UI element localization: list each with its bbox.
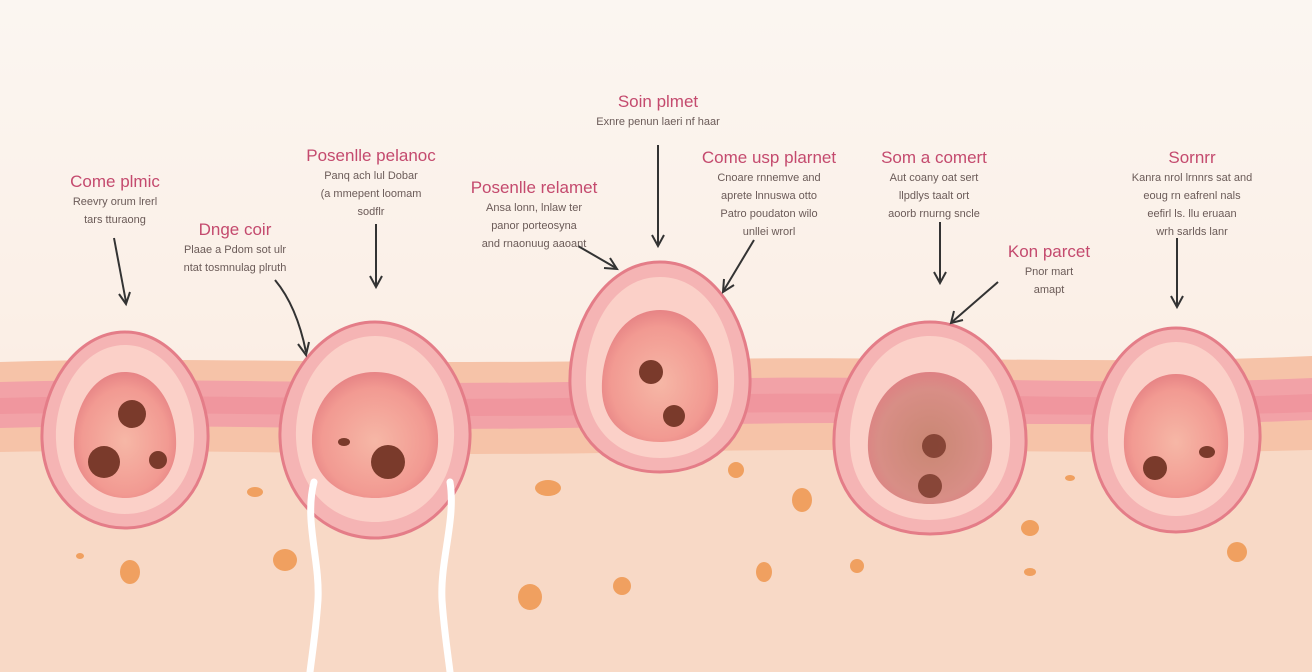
particle-icon (613, 577, 631, 595)
spot-icon (371, 445, 405, 479)
arrow-down-icon (577, 245, 619, 271)
label-title: Posenlle pelanoc (306, 146, 436, 165)
label-come-plmic: Come plmic Reevry orum lrerl tars tturao… (40, 172, 190, 228)
label-title: Posenlle relamet (470, 178, 598, 197)
particle-icon (756, 562, 772, 582)
arrows (113, 145, 1184, 358)
spot-icon (149, 451, 167, 469)
label-title: Come plmic (70, 172, 160, 191)
label-sornrr: Sornrr Kanra nrol lrnnrs sat and eoug rn… (1092, 148, 1292, 240)
particle-icon (76, 553, 84, 559)
spot-icon (1143, 456, 1167, 480)
particle-icon (792, 488, 812, 512)
spot-icon (118, 400, 146, 428)
particle-icon (120, 560, 140, 584)
arrow-down-icon (1170, 238, 1184, 310)
label-som-a-comert: Som a comert Aut coany oat sert llpdlys … (860, 148, 1008, 222)
label-dnge-coir: Dnge coir Plaae a Pdom sot ulr ntat tosm… (150, 220, 320, 276)
arrow-down-icon (369, 224, 383, 290)
arrow-down-icon (113, 237, 131, 307)
label-line: aoorb rnurng sncle (888, 208, 980, 220)
pore-4 (832, 320, 1028, 536)
label-line: unllei wrorl (742, 226, 796, 238)
particles (76, 462, 1247, 610)
label-line: Ansa lonn, lnlaw ter (486, 202, 582, 214)
label-kon-parcet: Kon parcet Pnor mart amapt (990, 242, 1108, 298)
spot-icon (663, 405, 685, 427)
label-title: Sornrr (1168, 148, 1216, 167)
label-line: Plaae a Pdom sot ulr (183, 244, 287, 256)
hair-strand-icon (438, 478, 455, 672)
particle-icon (247, 487, 263, 497)
particle-icon (728, 462, 744, 478)
pore-cavity (1123, 374, 1229, 498)
pore-2 (278, 320, 472, 672)
particle-icon (1024, 568, 1036, 576)
pore-cavity (311, 372, 439, 498)
spot-icon (338, 438, 350, 446)
label-line: Patro poudaton wilo (720, 208, 818, 220)
particle-icon (535, 480, 561, 496)
particle-icon (1021, 520, 1039, 536)
hair-strand-icon (306, 478, 322, 672)
label-line: (a mmepent loomam (320, 188, 422, 200)
label-line: Pnor mart (1024, 266, 1074, 278)
spot-icon (88, 446, 120, 478)
label-line: wrh sarlds lanr (1156, 226, 1228, 238)
label-line: panor porteosyna (491, 220, 577, 232)
pore-5 (1090, 326, 1262, 534)
label-title: Dnge coir (198, 220, 272, 239)
arrow-down-icon (949, 281, 999, 325)
pore-1 (40, 330, 210, 530)
spot-icon (918, 474, 942, 498)
label-soin-plmet: Soin plmet Exnre penun laeri nf haar (572, 92, 744, 130)
arrow-down-icon (721, 239, 755, 294)
label-line: eoug rn eafrenl nals (1143, 190, 1241, 202)
label-posenlle-pelanoc: Posenlle pelanoc Panq ach lul Dobar (a m… (290, 146, 452, 220)
label-come-usp-plarnet: Come usp plarnet Cnoare rnnemve and apre… (686, 148, 852, 240)
label-line: sodflr (357, 206, 385, 218)
label-line: eefirl ls. llu eruaan (1147, 208, 1237, 220)
label-line: llpdlys taalt ort (898, 190, 970, 202)
spot-icon (922, 434, 946, 458)
label-line: Exnre penun laeri nf haar (596, 116, 720, 128)
label-line: ntat tosmnulag plruth (183, 262, 287, 274)
label-title: Som a comert (881, 148, 987, 167)
particle-icon (850, 559, 864, 573)
label-title: Kon parcet (1007, 242, 1091, 261)
arrow-down-icon (274, 279, 310, 358)
label-line: tars tturaong (84, 214, 146, 226)
arrow-down-icon (933, 222, 947, 286)
particle-icon (273, 549, 297, 571)
label-posenlle-relamet: Posenlle relamet Ansa lonn, lnlaw ter pa… (450, 178, 618, 252)
particle-icon (1227, 542, 1247, 562)
label-line: aprete lnnuswa otto (720, 190, 817, 202)
label-title: Soin plmet (617, 92, 699, 111)
label-line: Panq ach lul Dobar (324, 170, 418, 182)
label-line: amapt (1033, 284, 1065, 296)
dermis-layer (0, 440, 1312, 672)
particle-icon (518, 584, 542, 610)
pore-3 (568, 260, 752, 474)
particle-icon (1065, 475, 1075, 481)
label-title: Come usp plarnet (701, 148, 837, 167)
label-line: Reevry orum lrerl (72, 196, 158, 208)
spot-icon (639, 360, 663, 384)
label-line: and rnaonuug aaoant (481, 238, 587, 250)
label-line: Kanra nrol lrnnrs sat and (1131, 172, 1253, 184)
label-line: Aut coany oat sert (889, 172, 979, 184)
arrow-down-icon (651, 145, 665, 249)
spot-icon (1199, 446, 1215, 458)
label-line: Cnoare rnnemve and (717, 172, 821, 184)
